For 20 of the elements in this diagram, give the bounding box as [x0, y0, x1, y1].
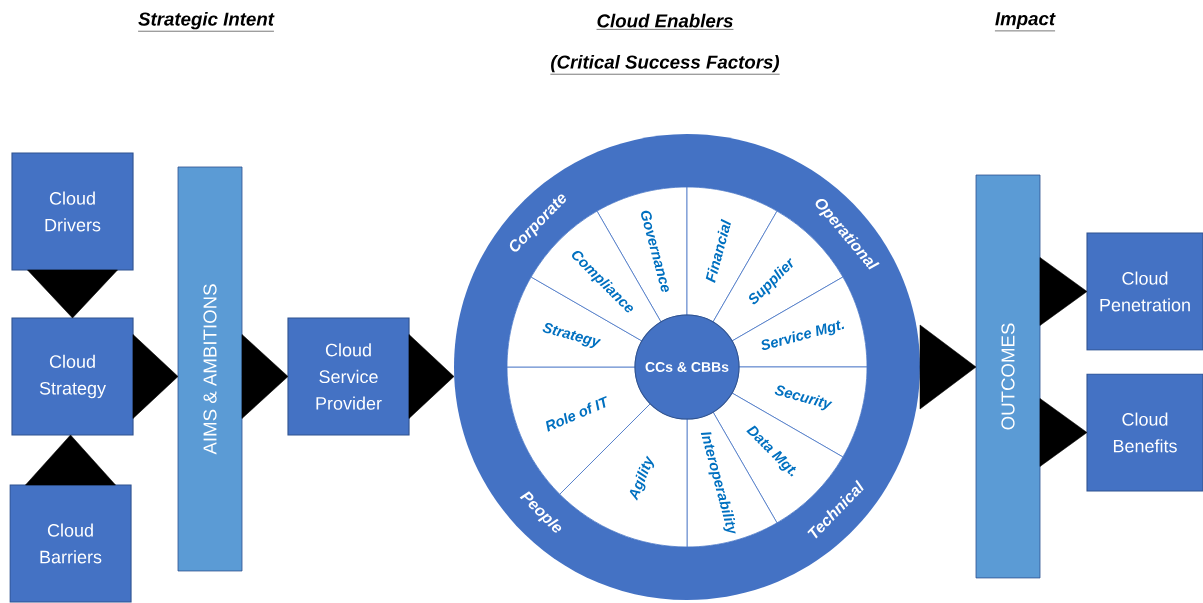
- process-box: Cloud Penetration: [1086, 232, 1203, 351]
- process-box: Cloud Strategy: [11, 317, 134, 436]
- process-box: Cloud Drivers: [11, 152, 134, 271]
- vertical-bar: OUTCOMES: [975, 174, 1041, 579]
- column-heading: Strategic Intent: [137, 11, 275, 32]
- arrow: [25, 434, 116, 486]
- column-heading: Impact: [994, 12, 1056, 32]
- vertical-bar: AIMS & AMBITIONS: [177, 166, 243, 572]
- column-heading: Cloud Enablers: [596, 13, 734, 30]
- arrow: [27, 269, 118, 319]
- arrow: [919, 324, 977, 410]
- arrow: [132, 334, 179, 419]
- column-heading: (Critical Success Factors): [550, 54, 780, 75]
- arrow: [241, 334, 289, 419]
- arrow: [1039, 398, 1088, 467]
- process-box: Cloud Benefits: [1086, 373, 1203, 492]
- process-box: Cloud Barriers: [9, 484, 132, 603]
- arrow: [408, 334, 455, 419]
- arrow: [1039, 257, 1088, 326]
- process-box: Cloud Service Provider: [287, 317, 410, 436]
